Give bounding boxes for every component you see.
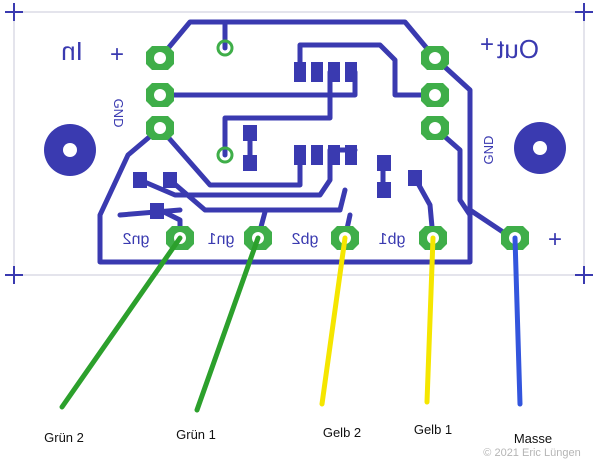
board-outline — [13, 11, 585, 276]
wire-gruen2 — [59, 235, 183, 410]
pad-out-gnd — [421, 116, 449, 140]
mounting-hole-left — [44, 124, 96, 176]
label-plus-out: + — [480, 31, 494, 58]
mounting-hole-right — [514, 122, 566, 174]
label-gelb1: Gelb 1 — [414, 422, 452, 437]
label-gn2: gn2 — [123, 231, 150, 248]
label-plus-bottom: + — [548, 226, 562, 253]
wire-gelb1 — [424, 235, 436, 405]
label-gn1: gn1 — [208, 231, 235, 248]
wire-labels: Grün 2 Grün 1 Gelb 2 Gelb 1 Masse — [44, 422, 552, 446]
label-gruen1: Grün 1 — [176, 427, 216, 442]
pad-in-signal — [146, 83, 174, 107]
label-masse: Masse — [514, 431, 552, 446]
smd-pads — [133, 62, 422, 219]
wire-gruen1 — [194, 235, 261, 413]
silkscreen: In Out + + + GND GND gn2 gn1 gb2 gb1 — [61, 31, 562, 253]
label-gelb2: Gelb 2 — [323, 425, 361, 440]
vias — [216, 39, 234, 164]
label-gnd-left: GND — [111, 99, 126, 128]
label-in: In — [61, 36, 83, 66]
pad-out-signal — [421, 83, 449, 107]
label-out: Out — [496, 34, 539, 64]
through-hole-pads — [146, 46, 529, 250]
wire-gelb2 — [319, 235, 348, 407]
pad-out-plus — [421, 46, 449, 70]
pad-in-plus — [146, 46, 174, 70]
pad-in-gnd — [146, 116, 174, 140]
label-plus-in: + — [110, 41, 124, 68]
corner-marks — [5, 3, 593, 284]
label-gruen2: Grün 2 — [44, 430, 84, 445]
label-gb1: gb1 — [379, 231, 406, 248]
label-gnd-right: GND — [481, 136, 496, 165]
copyright-text: © 2021 Eric Lüngen — [483, 447, 580, 459]
wire-masse — [512, 235, 523, 407]
wires — [59, 235, 523, 413]
label-gb2: gb2 — [292, 231, 319, 248]
